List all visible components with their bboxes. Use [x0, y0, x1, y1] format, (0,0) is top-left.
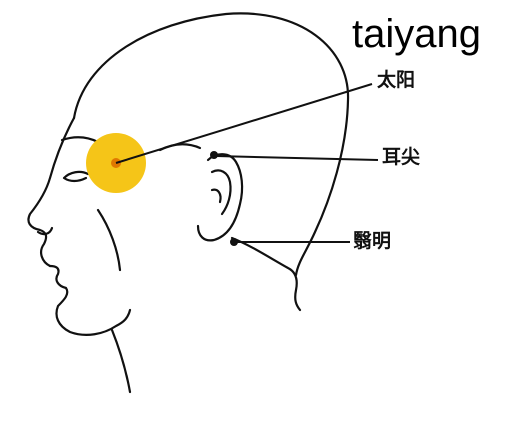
taiyang-leader-line	[116, 84, 372, 163]
yiming-label: 翳明	[353, 232, 391, 251]
erjian-point-dot	[210, 151, 218, 159]
eyebrow	[62, 137, 98, 142]
head-outline	[28, 13, 348, 392]
diagram-title: taiyang	[352, 14, 481, 54]
ear-inner	[212, 170, 231, 214]
cheek-line	[98, 210, 120, 270]
lips-chin	[50, 266, 130, 335]
neck-back	[232, 238, 300, 310]
taiyang-label: 太阳	[377, 71, 415, 90]
erjian-leader-line	[216, 156, 378, 160]
erjian-label: 耳尖	[382, 148, 420, 167]
face-profile	[28, 118, 74, 266]
neck-front	[112, 330, 130, 392]
eye	[64, 172, 88, 181]
